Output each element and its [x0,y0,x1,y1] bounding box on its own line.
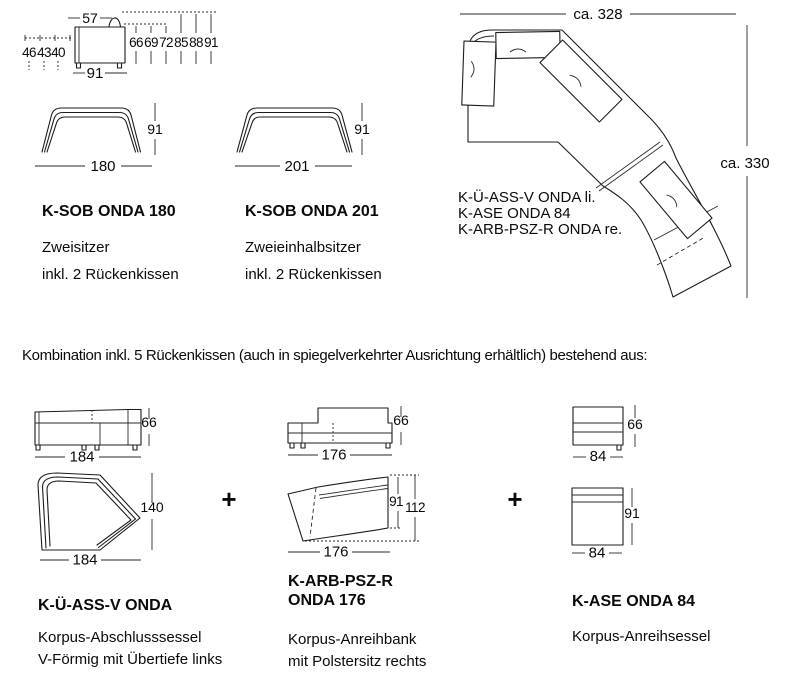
product-desc-line2: inkl. 2 Rückenkissen [245,266,382,283]
plan-outline [37,472,141,551]
back-cushion-left [461,40,497,107]
col3-elevation-drawing: 66 84 [572,405,643,465]
product-title: K-SOB ONDA 201 [245,203,379,220]
product-desc-line1: Zweieinhalbsitzer [245,239,361,256]
combination-sofa-drawing [461,29,732,298]
product-desc-line1: Korpus-Abschlusssessel [38,629,202,646]
product-desc-line2: V-Förmig mit Übertiefe links [38,650,223,668]
product-title: K-Ü-ASS-V ONDA [38,597,173,614]
dim-height-180: 91 [147,121,163,137]
dim-col2-plan-depth2: 112 [405,500,425,515]
combination-part-2: K-ASE ONDA 84 [458,205,571,222]
dim-width-180: 180 [90,158,115,175]
dim-h1: 66 [129,35,143,50]
elevation-outline [572,406,624,451]
product-title: K-ASE ONDA 84 [572,593,695,610]
dim-combo-height: ca. 330 [720,155,769,172]
dim-height-201: 91 [354,121,370,137]
side-view-sofa-drawing: 57 [68,10,216,69]
col3-plan-drawing: 91 84 [571,487,640,562]
elevation-outline [34,408,142,451]
combination-width-dim: ca. 328 [460,6,736,23]
product-title: K-SOB ONDA 180 [42,203,176,220]
combination-part-list: K-Ü-ASS-V ONDA li. K-ASE ONDA 84 K-ARB-P… [458,190,622,238]
combination-height-dim: ca. 330 [720,25,770,298]
dim-width-201: 201 [284,158,309,175]
dim-s2: 43 [37,45,51,60]
sofa-front-outline-180 [41,107,142,153]
plan-outline [571,487,624,546]
elevation-outline [287,407,393,449]
combination-plan-view: ca. 328 ca. 330 [460,6,770,298]
dim-h6: 91 [204,35,218,50]
front-view-onda-201: 91 201 [235,103,370,175]
col1-elevation-drawing: 66 184 [34,408,157,466]
product-desc-line2: mit Polstersitz rechts [288,653,427,670]
dim-depth: 91 [87,65,104,82]
dim-col3-elev-width: 84 [590,448,607,465]
side-view-left-dims: 46 43 40 [22,35,72,70]
dim-col3-elev-height: 66 [627,416,643,432]
product-title-line1: K-ARB-PSZ-R [288,573,393,590]
dim-col1-plan-width: 184 [72,552,97,569]
col2-elevation-drawing: 66 176 [287,406,409,464]
plan-outline [287,476,389,542]
plus-sign-2: + [507,484,523,514]
back-cushion-diagonal-1 [539,39,623,123]
combination-description-text: Kombination inkl. 5 Rückenkissen (auch i… [22,347,648,364]
dim-col1-elev-height: 66 [141,414,157,430]
back-cushion-diagonal-2 [639,160,713,240]
front-view-onda-180: 91 180 [35,103,163,175]
combination-part-1: K-Ü-ASS-V ONDA li. [458,189,596,206]
dim-h2: 69 [144,35,158,50]
col2-plan-drawing: 91 112 176 [287,474,426,561]
product-label-onda-201: K-SOB ONDA 201 Zweieinhalbsitzer inkl. 2… [245,203,382,288]
side-view-bottom-dim: 91 [73,65,127,82]
dim-col3-plan-depth: 91 [624,505,640,521]
combination-part-3: K-ARB-PSZ-R ONDA re. [458,221,623,238]
plus-sign-1: + [221,484,237,514]
product-label-onda-180: K-SOB ONDA 180 Zweisitzer inkl. 2 Rücken… [42,203,179,288]
product-label-col2: K-ARB-PSZ-R ONDA 176 Korpus-Anreihbank m… [288,572,426,673]
dim-s1: 46 [22,45,36,60]
product-desc-line1: Korpus-Anreihbank [288,631,417,648]
dim-h4: 85 [174,35,188,50]
dim-col2-plan-width: 176 [323,544,348,561]
dim-col2-elev-height: 66 [393,412,409,428]
product-label-col1: K-Ü-ASS-V ONDA Korpus-Abschlusssessel V-… [38,597,222,670]
side-view-dimension-diagram: 57 66 69 72 85 88 91 46 43 40 [22,10,219,82]
product-title-line2: ONDA 176 [288,592,366,609]
side-view-right-dims: 66 69 72 85 88 91 [129,14,219,64]
dim-s3: 40 [51,45,65,60]
product-desc-line2: inkl. 2 Rückenkissen [42,266,179,283]
dim-col1-plan-depth: 140 [140,499,164,515]
dim-col2-elev-width: 176 [321,447,346,464]
dim-combo-width: ca. 328 [573,6,622,23]
dim-col1-elev-width: 184 [69,449,94,466]
dim-col3-plan-width: 84 [589,545,606,562]
dim-h5: 88 [189,35,203,50]
sofa-front-outline-201 [236,107,353,153]
dim-armrest-width: 57 [82,10,98,26]
dim-h3: 72 [159,35,173,50]
product-desc-line1: Korpus-Anreihsessel [572,628,711,645]
product-label-col3: K-ASE ONDA 84 Korpus-Anreihsessel [572,593,710,648]
product-desc-line1: Zweisitzer [42,239,110,256]
dim-col2-plan-depth1: 91 [389,494,403,509]
col1-plan-drawing: 140 184 [37,472,164,569]
